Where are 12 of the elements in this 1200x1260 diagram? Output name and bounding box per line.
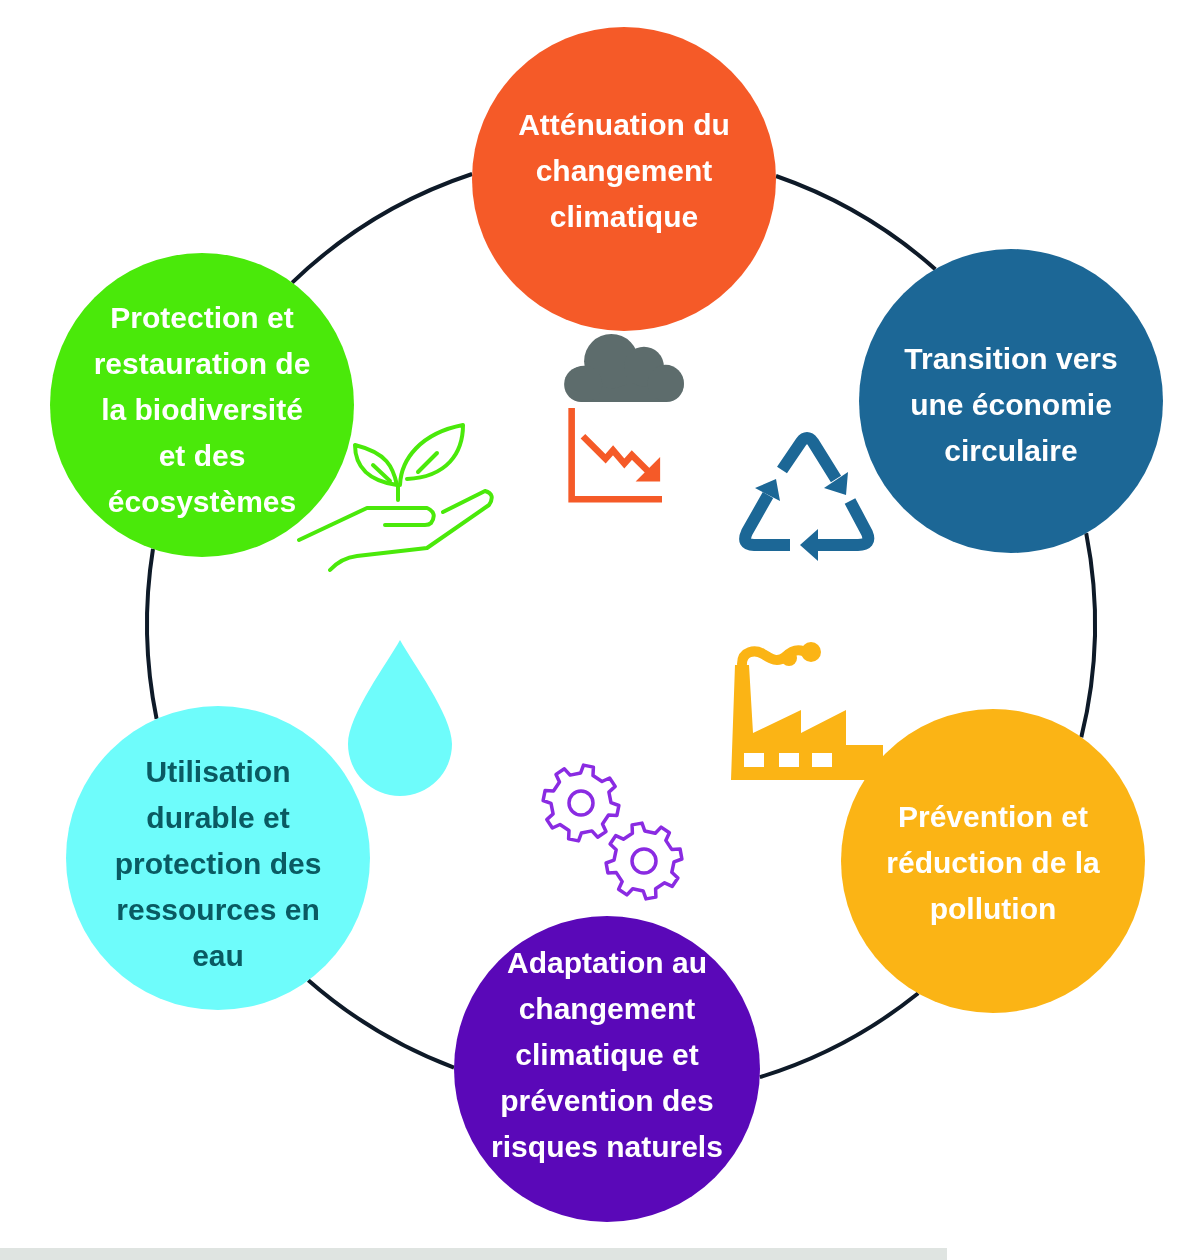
topic-label: Prévention et réduction de la pollution (885, 799, 1101, 927)
ring-segment (1079, 532, 1097, 738)
topic-label: Atténuation du changement climatique (517, 107, 731, 235)
ring-segment (775, 174, 937, 271)
topic-label: Protection et restauration de la biodiversité et des écosystèmes (92, 300, 312, 520)
topic-label: Transition vers une économie circulaire (903, 341, 1119, 469)
topic-label: Utilisation durable et protection des ressources en eau (113, 754, 323, 974)
ring-segment (307, 978, 455, 1070)
ring-segment (145, 548, 159, 720)
ring-segment (759, 991, 920, 1080)
topic-label: Adaptation au changement climatique et prévention des risques naturels (490, 945, 724, 1165)
ring-segment (290, 172, 473, 285)
